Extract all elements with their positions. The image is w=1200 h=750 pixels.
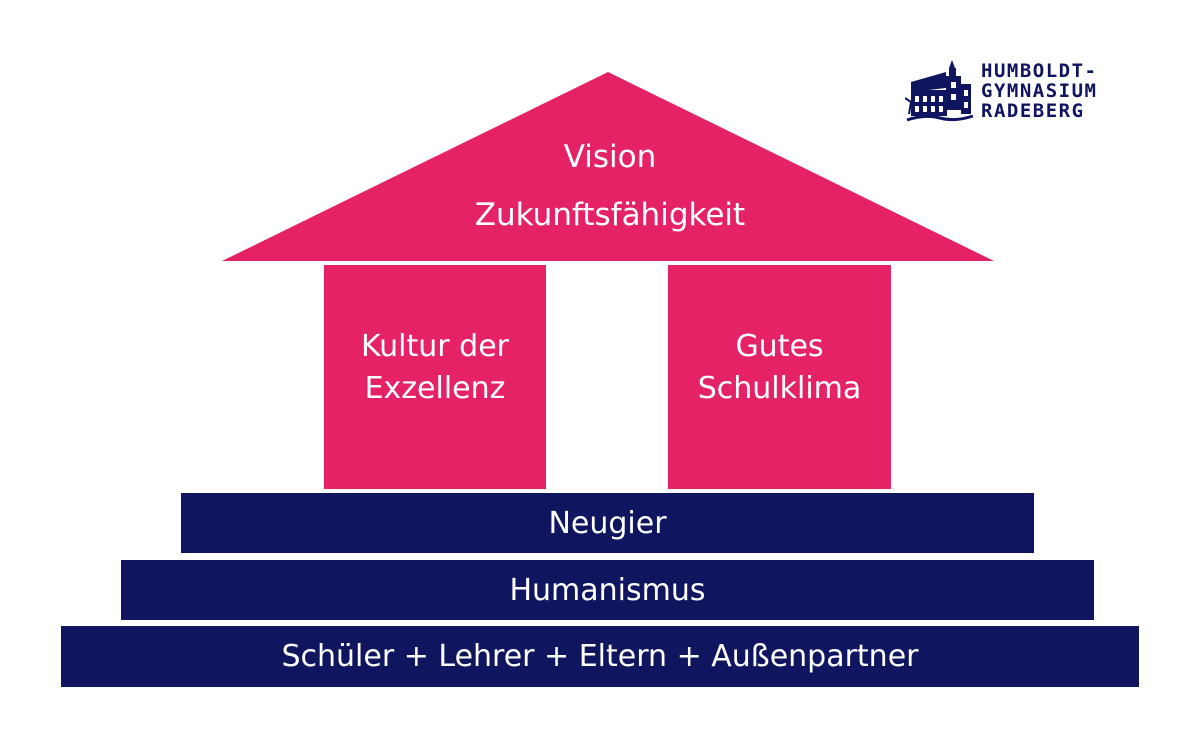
pillar-right: Gutes Schulklima (668, 265, 891, 489)
roof-title: Vision (563, 139, 657, 175)
pillar-left-label: Kultur der Exzellenz (361, 326, 509, 410)
step-foundation: Schüler + Lehrer + Eltern + Außenpartner (61, 626, 1139, 687)
step-neugier: Neugier (181, 493, 1034, 553)
pillar-left-line-1: Kultur der (360, 329, 509, 364)
pillar-right-line-1: Gutes (735, 329, 824, 364)
pillar-right-line-2: Schulklima (697, 371, 862, 406)
school-name: HUMBOLDT- GYMNASIUM RADEBERG (981, 61, 1097, 121)
pillar-left-line-2: Exzellenz (364, 371, 506, 406)
school-name-line-1: HUMBOLDT- (981, 60, 1098, 82)
school-name-line-2: GYMNASIUM (981, 80, 1098, 102)
school-logo: HUMBOLDT- GYMNASIUM RADEBERG (905, 58, 1145, 128)
roof-subtitle: Zukunftsfähigkeit (474, 197, 746, 233)
castle-building-icon (905, 60, 974, 122)
pillar-left: Kultur der Exzellenz (324, 265, 546, 489)
step-humanismus: Humanismus (121, 560, 1094, 620)
roof-triangle (222, 72, 994, 261)
pillar-right-label: Gutes Schulklima (698, 326, 862, 410)
school-name-line-3: RADEBERG (981, 100, 1085, 122)
